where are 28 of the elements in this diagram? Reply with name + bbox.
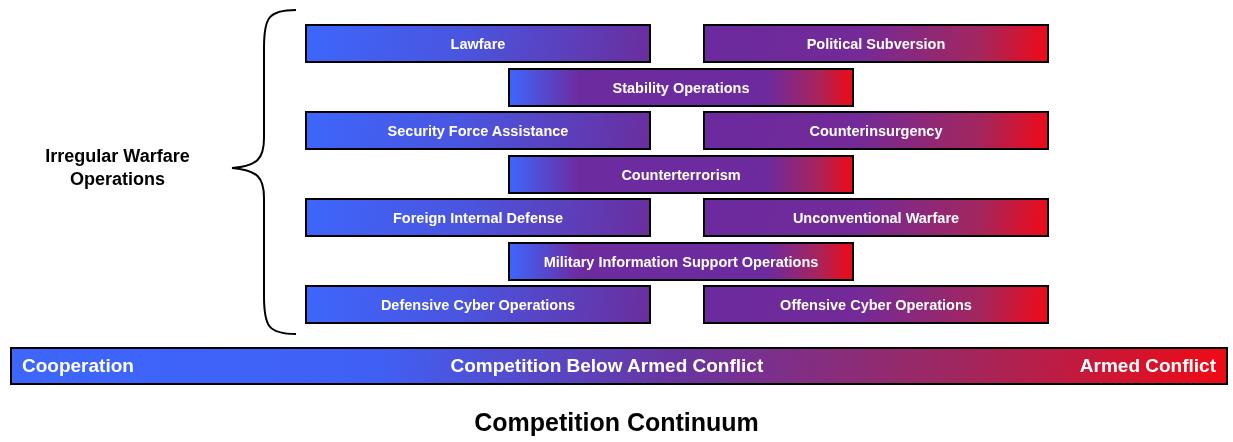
operation-label: Defensive Cyber Operations [380,296,576,313]
operation-label: Counterterrorism [621,166,741,183]
operation-label: Unconventional Warfare [792,209,960,226]
operation-bar [305,111,651,150]
caption: Competition Continuum [473,408,760,437]
operation-bar [508,155,854,194]
operation-label: Foreign Internal Defense [393,209,563,226]
operation-label: Security Force Assistance [387,122,569,139]
operation-label: Military Information Support Operations [543,253,819,270]
operation-label: Offensive Cyber Operations [780,296,972,313]
operation-bar [703,111,1049,150]
continuum-label: Cooperation [22,355,134,377]
operation-bar [508,68,854,107]
operation-bar [703,198,1049,237]
operation-bar [703,285,1049,324]
continuum-label: Armed Conflict [1079,355,1216,377]
operation-bar [508,242,854,281]
operation-label: Counterinsurgency [809,122,943,139]
continuum-bar [10,347,1228,385]
continuum-label: Competition Below Armed Conflict [450,355,764,377]
operation-label: Stability Operations [612,79,750,96]
operation-label: Lawfare [450,35,506,52]
operation-bar [305,24,651,63]
group-label: Irregular Warfare Operations [44,145,191,192]
operation-bar [305,198,651,237]
operation-bar [703,24,1049,63]
operation-bar [305,285,651,324]
operation-label: Political Subversion [806,35,946,52]
